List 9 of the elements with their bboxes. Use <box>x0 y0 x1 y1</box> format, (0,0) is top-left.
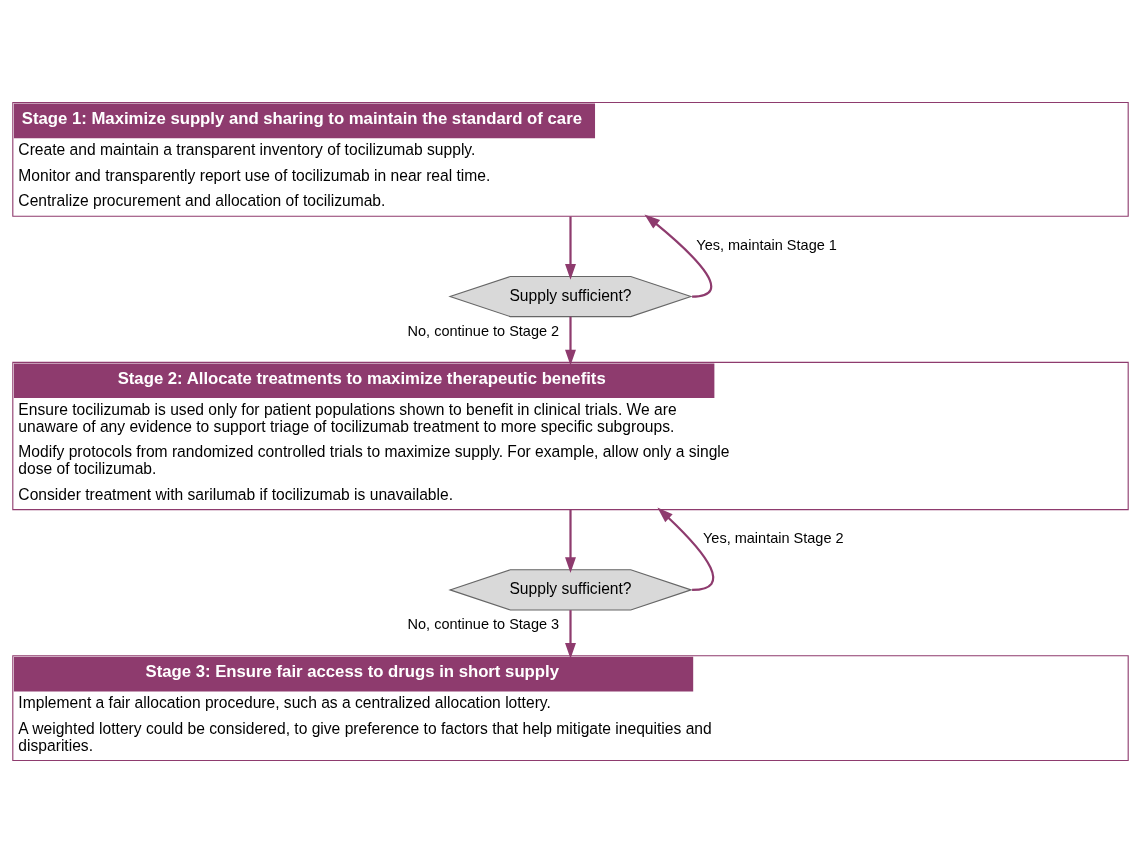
edge-label: No, continue to Stage 3 <box>407 616 560 633</box>
arrow <box>565 216 576 280</box>
edge-label: Yes, maintain Stage 2 <box>703 530 844 547</box>
arrow <box>565 509 576 573</box>
arrow <box>565 316 576 366</box>
arrow <box>657 507 715 591</box>
edge-label: Yes, maintain Stage 1 <box>696 237 837 254</box>
edge-label: No, continue to Stage 2 <box>407 322 560 339</box>
arrow <box>565 610 576 659</box>
